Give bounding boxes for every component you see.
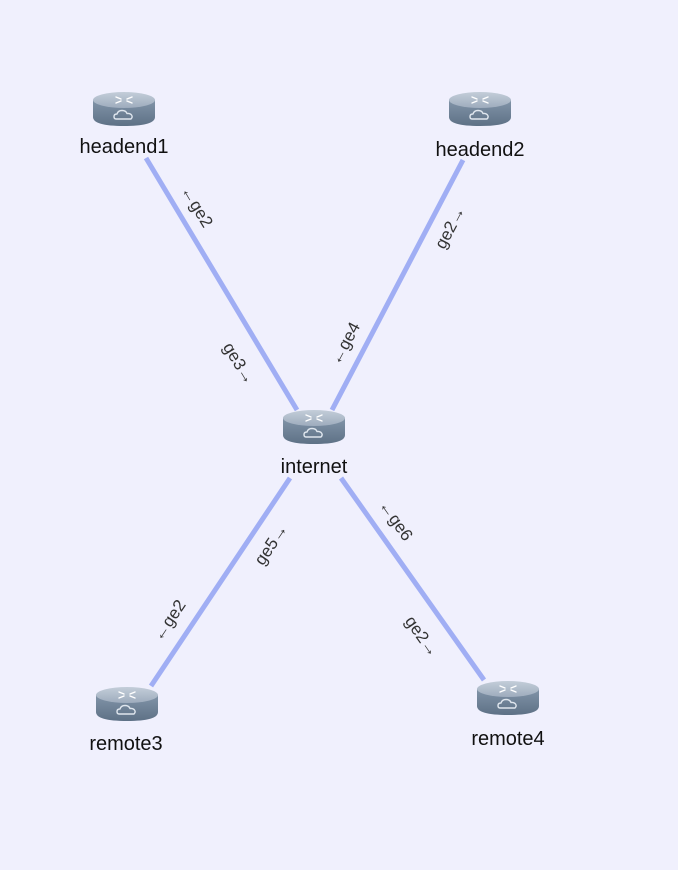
router-icon bbox=[95, 686, 159, 722]
router-icon bbox=[92, 91, 156, 127]
node-internet[interactable]: internet bbox=[281, 409, 348, 478]
router-icon bbox=[476, 680, 540, 716]
node-label-internet: internet bbox=[281, 456, 348, 478]
node-label-remote3: remote3 bbox=[89, 733, 162, 755]
node-remote4[interactable]: remote4 bbox=[471, 680, 545, 750]
link-remote3-internet[interactable] bbox=[148, 476, 293, 688]
router-icon bbox=[448, 91, 512, 127]
port-label-remote4-ge2: ge2→ bbox=[401, 612, 443, 660]
node-label-headend2: headend2 bbox=[436, 139, 525, 161]
router-icon bbox=[282, 409, 346, 445]
node-remote3[interactable]: remote3 bbox=[89, 686, 163, 755]
port-label-internet-ge3: ge3→ bbox=[219, 339, 259, 388]
node-label-headend1: headend1 bbox=[80, 136, 169, 158]
link-headend1-internet[interactable] bbox=[143, 156, 300, 412]
link-headend2-internet[interactable] bbox=[329, 158, 466, 412]
node-headend2[interactable]: headend2 bbox=[436, 91, 525, 161]
node-label-remote4: remote4 bbox=[471, 728, 544, 750]
node-headend1[interactable]: headend1 bbox=[80, 91, 169, 158]
link-remote4-internet[interactable] bbox=[338, 476, 487, 682]
